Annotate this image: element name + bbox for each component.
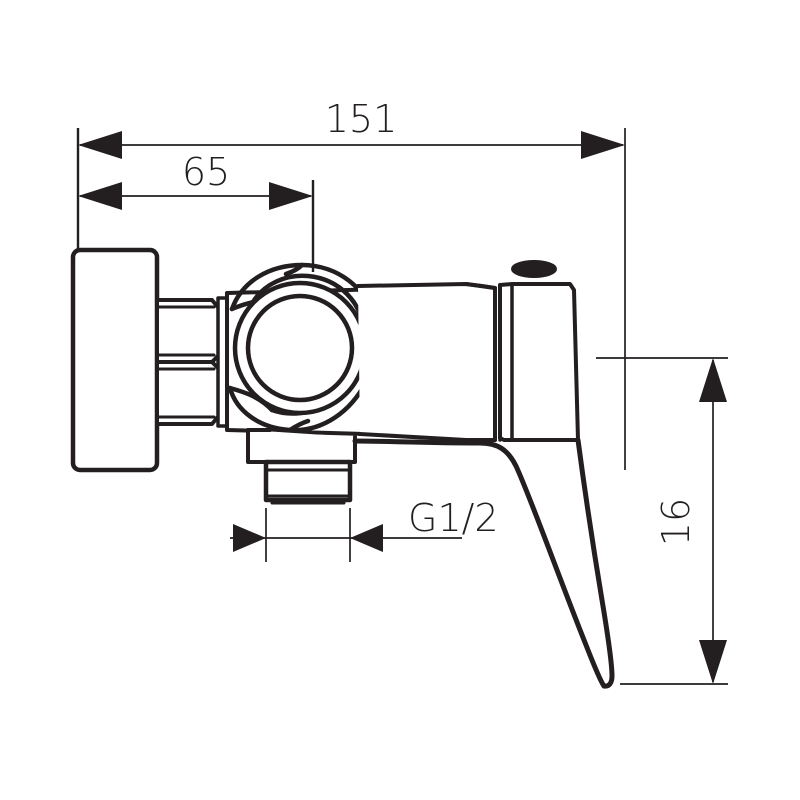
arrowhead-right-151 — [581, 131, 625, 159]
outlet-connector — [263, 459, 353, 505]
control-knob — [227, 262, 379, 433]
dimension-partial-width: 65 — [78, 150, 315, 272]
arrowhead-left-151 — [78, 131, 122, 159]
lever-edge-inner — [575, 437, 615, 689]
mixer-body-mid — [356, 282, 497, 442]
arrowhead-bottom-16 — [699, 640, 727, 684]
arrowhead-right-g12 — [350, 524, 383, 552]
arrowhead-left-g12 — [233, 524, 266, 552]
dimension-label-151: 151 — [325, 97, 398, 141]
dimension-label-g12: G1/2 — [408, 496, 499, 540]
product-outline — [70, 247, 615, 689]
dimension-thread-size: G1/2 — [230, 496, 499, 562]
knob-ring-inner — [245, 293, 355, 403]
lever-edge-outer — [352, 438, 607, 689]
arrowhead-left-65 — [78, 182, 122, 210]
wall-flange — [70, 247, 160, 473]
cap-button — [511, 260, 557, 278]
dimension-label-65: 65 — [182, 150, 230, 194]
union-nut — [155, 298, 224, 426]
lever-handle — [352, 437, 615, 689]
dimension-overall-width: 151 — [76, 97, 626, 470]
arrowhead-right-65 — [269, 182, 313, 210]
dimension-overall-height: 16 — [596, 357, 728, 685]
arrowhead-top-16 — [699, 358, 727, 402]
dimension-label-16: 16 — [654, 498, 698, 546]
